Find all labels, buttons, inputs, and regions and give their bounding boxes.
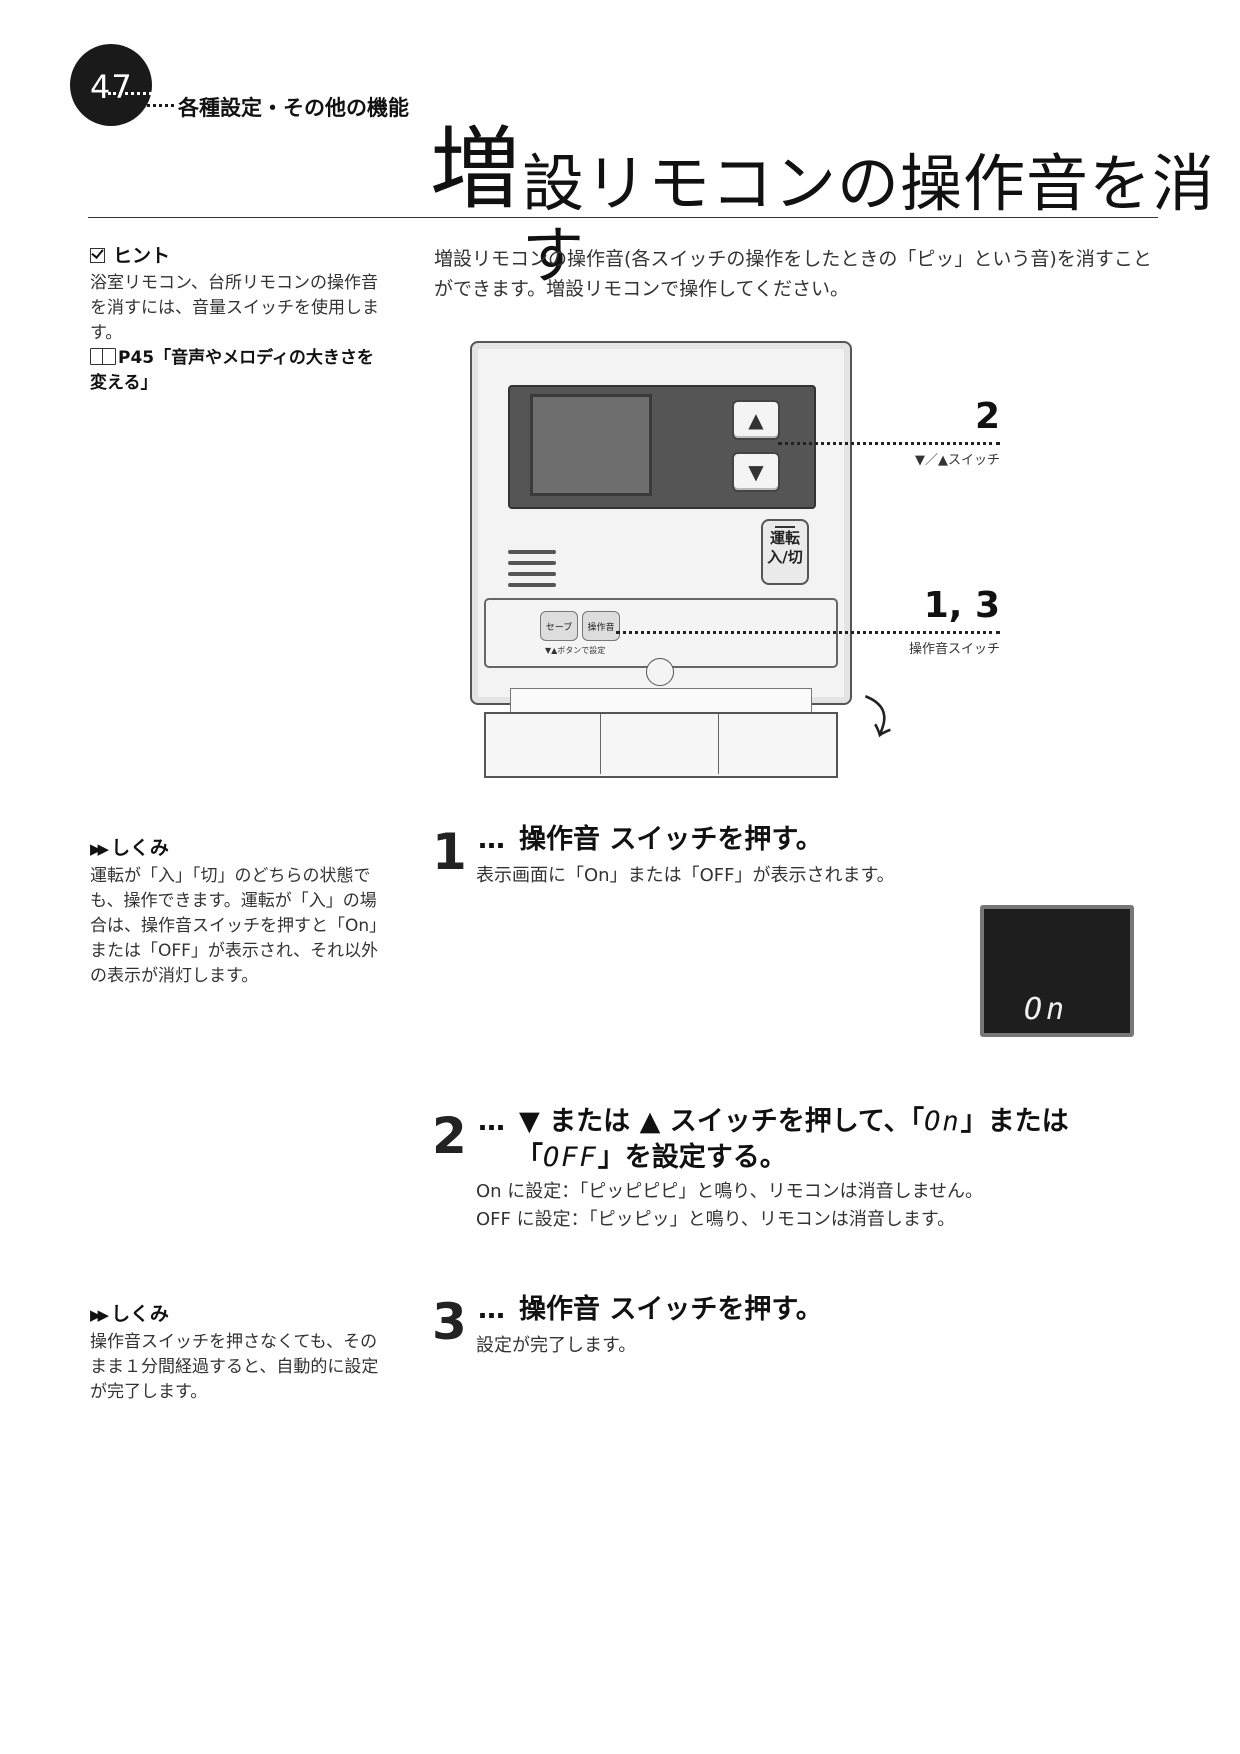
step-description: On に設定：「ピッピピピ」と鳴り、リモコンは消音しません。	[476, 1181, 984, 1202]
hint-text: 浴室リモコン、台所リモコンの操作音を消すには、音量スイッチを使用します。	[90, 273, 379, 343]
callout-leader	[778, 442, 1000, 445]
title-rule	[88, 217, 1158, 218]
page-title-initial: 増	[430, 117, 520, 222]
operation-sound-button: 操作音	[582, 611, 620, 641]
arrow-setting-label: ▼▲ボタンで設定	[545, 646, 606, 655]
cover-hinge	[510, 688, 812, 713]
step-number: 1	[432, 823, 467, 881]
step-description: 設定が完了します。	[476, 1335, 637, 1356]
page-number: 47	[90, 68, 133, 106]
cover-divider	[600, 714, 601, 774]
save-button: セーブ	[540, 611, 578, 641]
page-title: 設リモコンの操作音を消す	[522, 147, 1216, 292]
callout-label: ▼／▲スイッチ	[915, 453, 1000, 468]
down-arrow-icon: ▼	[748, 460, 764, 484]
mechanism-text: 運転が「入」「切」のどちらの状態でも、操作できます。運転が「入」の場合は、操作音…	[90, 866, 379, 986]
remote-screen	[530, 394, 652, 496]
double-arrow-icon: ▶▶	[90, 1306, 109, 1324]
step-description: OFF に設定：「ピッピッ」と鳴り、リモコンは消音します。	[476, 1209, 956, 1230]
power-button: 運転 入/切	[761, 519, 809, 585]
mechanism-note: ▶▶しくみ 操作音スイッチを押さなくても、そのまま１分間経過すると、自動的に設定…	[90, 1302, 380, 1405]
hint-box: ヒント 浴室リモコン、台所リモコンの操作音を消すには、音量スイッチを使用します。…	[90, 244, 380, 396]
section-leader-dots	[140, 104, 174, 107]
step-title: …▼ または ▲ スイッチを押して、「On」または	[478, 1106, 1069, 1137]
speaker-grille	[508, 572, 556, 576]
mechanism-text: 操作音スイッチを押さなくても、そのまま１分間経過すると、自動的に設定が完了します…	[90, 1332, 379, 1402]
book-icon	[90, 348, 116, 365]
step-description: 表示画面に「On」または「OFF」が表示されます。	[476, 865, 895, 886]
lcd-display	[980, 905, 1134, 1037]
speaker-grille	[508, 561, 556, 565]
rotate-arrow-icon: ⤵	[850, 691, 902, 746]
cover-divider	[718, 714, 719, 774]
callout-number: 2	[974, 396, 1000, 437]
page-number-badge	[70, 44, 152, 126]
speaker-grille	[508, 550, 556, 554]
callout-label: 操作音スイッチ	[908, 642, 1000, 657]
step-number: 3	[432, 1293, 467, 1351]
double-arrow-icon: ▶▶	[90, 840, 109, 858]
checkbox-icon	[90, 248, 105, 263]
section-label: 各種設定・その他の機能	[178, 96, 409, 120]
lcd-readout: On	[1024, 992, 1069, 1027]
down-arrow-button: ▼	[732, 452, 780, 492]
callout-number: 1, 3	[923, 585, 1000, 626]
open-cover	[484, 712, 838, 778]
up-arrow-icon: ▲	[748, 408, 764, 432]
step-number: 2	[432, 1107, 467, 1165]
hint-reference: P45「音声やメロディの大きさを変える」	[90, 348, 374, 393]
callout-leader	[616, 631, 1000, 634]
hint-heading: ヒント	[90, 244, 380, 269]
hinge-knob	[646, 658, 674, 686]
mechanism-heading: ▶▶しくみ	[90, 1303, 169, 1325]
section-leader-dots	[108, 92, 164, 95]
mechanism-heading: ▶▶しくみ	[90, 837, 169, 859]
step-title: …操作音 スイッチを押す。	[478, 1294, 823, 1325]
speaker-grille	[508, 583, 556, 587]
step-title: …操作音 スイッチを押す。	[478, 824, 823, 855]
power-button-label: 入/切	[767, 548, 803, 566]
intro-text: 増設リモコンの操作音(各スイッチの操作をしたときの「ピッ」という音)を消すことが…	[434, 248, 1152, 300]
step-title-continued: 「OFF」を設定する。	[516, 1142, 787, 1173]
mechanism-note: ▶▶しくみ 運転が「入」「切」のどちらの状態でも、操作できます。運転が「入」の場…	[90, 836, 380, 989]
power-button-label: 運転	[769, 529, 800, 547]
up-arrow-button: ▲	[732, 400, 780, 440]
